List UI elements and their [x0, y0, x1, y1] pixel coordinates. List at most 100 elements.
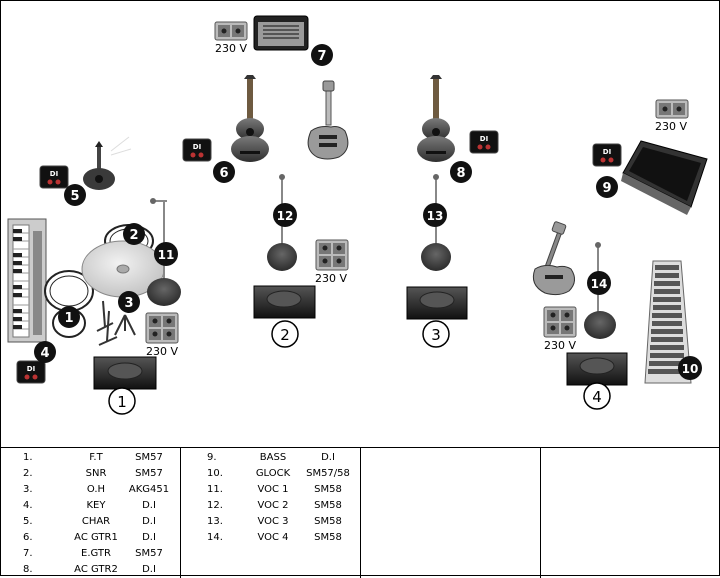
badge-number: 6 [219, 166, 228, 181]
di-label: DI [603, 148, 611, 156]
channel-number: 14. [207, 532, 223, 543]
di-box-icon: DI [16, 360, 46, 384]
input-row: 2. SNR SM57 [1, 466, 181, 482]
badge-number: 14 [591, 277, 608, 291]
badge-number: 1 [64, 311, 73, 326]
monitor-wedge-icon [253, 285, 316, 319]
channel-badge: 14 [587, 271, 611, 295]
badge-number: 13 [427, 209, 444, 223]
channel-number: 1. [23, 452, 33, 463]
mic-type: D.I [321, 452, 335, 463]
di-box-icon: DI [182, 138, 212, 162]
instrument-name: KEY [86, 500, 106, 511]
input-list-column-4 [541, 448, 720, 578]
channel-number: 5. [23, 516, 33, 527]
instrument-name: BASS [259, 452, 287, 463]
input-row: 7. E.GTR SM57 [1, 546, 181, 562]
voltage-label: 230 V [544, 339, 577, 352]
power-outlet-icon [655, 99, 689, 119]
instrument-name: O.H [86, 484, 106, 495]
mic-stand-icon [421, 174, 451, 271]
channel-number: 10. [207, 468, 223, 479]
mic-type: SM58 [314, 516, 342, 527]
badge-number: 11 [158, 248, 175, 262]
instrument-name: SNR [85, 468, 107, 479]
power-outlet-icon [543, 306, 577, 338]
badge-number: 4 [40, 346, 49, 361]
instrument-name: AC GTR2 [74, 564, 118, 575]
monitor-number: 3 [422, 320, 450, 348]
mic-type: SM57/58 [306, 468, 350, 479]
mic-type: SM58 [314, 532, 342, 543]
channel-badge: 4 [34, 341, 56, 363]
stage-area: DI DI [1, 1, 720, 447]
input-list-column-3 [361, 448, 541, 578]
di-box-icon: DI [592, 143, 622, 167]
channel-badge: 8 [450, 161, 472, 183]
badge-number: 8 [456, 166, 465, 181]
channel-number: 11. [207, 484, 223, 495]
instrument-name: VOC 3 [257, 516, 289, 527]
badge-number: 2 [129, 228, 138, 243]
mic-type: D.I [142, 516, 156, 527]
instrument-name: CHAR [81, 516, 111, 527]
channel-number: 9. [207, 452, 217, 463]
di-label: DI [193, 143, 201, 151]
guitar-amp-icon [253, 15, 309, 51]
charango-icon [83, 136, 132, 190]
voltage-label: 230 V [655, 120, 688, 133]
di-label: DI [480, 135, 488, 143]
channel-badge: 2 [123, 223, 145, 245]
mic-type: SM57 [135, 468, 163, 479]
instrument-name: VOC 1 [257, 484, 289, 495]
di-box-icon: DI [39, 165, 69, 189]
instrument-name: E.GTR [81, 548, 111, 559]
electric-guitar-icon [307, 80, 349, 160]
input-row: 9. BASS D.I [181, 450, 361, 466]
channel-badge: 11 [154, 242, 178, 266]
channel-badge: 10 [678, 356, 702, 380]
stage-drawing: DI DI [7, 15, 708, 415]
channel-number: 12. [207, 500, 223, 511]
acoustic-guitar-icon [231, 75, 269, 162]
channel-badge: 12 [273, 203, 297, 227]
badge-number: 10 [682, 362, 699, 376]
mic-type: D.I [142, 532, 156, 543]
mic-type: SM58 [314, 500, 342, 511]
channel-number: 2. [23, 468, 33, 479]
channel-badge: 13 [423, 203, 447, 227]
badge-number: 7 [317, 49, 326, 64]
glockenspiel-icon [644, 260, 692, 384]
channel-badge: 3 [118, 291, 140, 313]
badge-number: 3 [124, 296, 133, 311]
di-label: DI [50, 170, 58, 178]
voltage-label: 230 V [315, 272, 348, 285]
acoustic-guitar-icon [417, 75, 455, 162]
di-label: DI [27, 365, 35, 373]
monitor-wedge-icon [406, 286, 468, 320]
monitor-number-text: 3 [431, 326, 441, 344]
keyboard-icon [7, 218, 47, 343]
channel-badge: 5 [64, 184, 86, 206]
monitor-wedge-icon [566, 352, 628, 386]
power-outlet-icon [315, 239, 349, 271]
channel-number: 7. [23, 548, 33, 559]
monitor-number-text: 2 [280, 326, 290, 344]
badge-number: 12 [277, 209, 294, 223]
input-row: 5. CHAR D.I [1, 514, 181, 530]
channel-number: 8. [23, 564, 33, 575]
monitor-number: 4 [583, 382, 611, 410]
badge-number: 9 [602, 181, 611, 196]
monitor-wedge-icon [93, 356, 157, 390]
mic-type: SM57 [135, 548, 163, 559]
